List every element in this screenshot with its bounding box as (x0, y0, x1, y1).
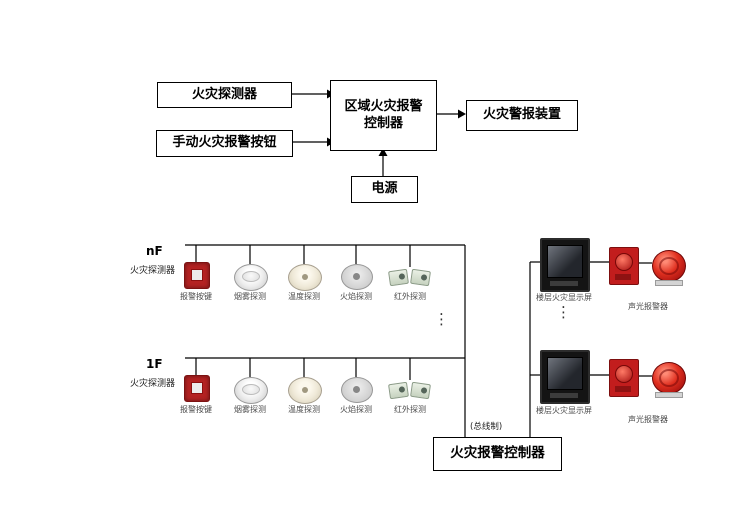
ellipsis-center: ⋮ (434, 310, 449, 328)
sound-light-alarm-dome-device (652, 362, 686, 398)
infrared-detector-device (388, 380, 431, 400)
infrared-unit (410, 268, 431, 287)
ellipsis-right: ⋮ (556, 303, 571, 321)
power-supply-box-label: 电源 (371, 181, 398, 197)
manual-call-point-device (184, 375, 210, 402)
device-label-infrared: 红外探测 (394, 405, 426, 414)
fire-detector-box-label: 火灾探测器 (191, 86, 257, 102)
sound-light-alarm-box-device (609, 359, 639, 397)
zone-controller-label-line2: 控制器 (363, 115, 403, 131)
device-label-heat: 温度探测 (288, 292, 320, 301)
fire-detector-box: 火灾探测器 (157, 82, 292, 108)
device-label-flame: 火焰探测 (340, 405, 372, 414)
infrared-unit (388, 381, 409, 400)
device-label-heat: 温度探测 (288, 405, 320, 414)
floor-row-label-1f: 火灾探测器 (130, 379, 176, 389)
floor-display-device (540, 238, 590, 292)
flame-detector-device (341, 264, 373, 290)
device-label-infrared: 红外探测 (394, 292, 426, 301)
device-label-smoke: 烟雾探测 (234, 292, 266, 301)
device-label-smoke: 烟雾探测 (234, 405, 266, 414)
zone-controller-label-line1: 区域火灾报警 (344, 98, 423, 114)
floor-display-label: 楼层火灾显示屏 (536, 406, 592, 415)
heat-detector-device (288, 264, 322, 291)
zone-controller-box: 区域火灾报警 控制器 (330, 80, 437, 151)
device-label-callpoint: 报警按键 (180, 292, 212, 301)
bus-mode-label: (总线制) (470, 422, 503, 432)
floor-display-device (540, 350, 590, 404)
floor-row-label-nf: 火灾探测器 (130, 266, 176, 276)
alarm-device-box: 火灾警报装置 (466, 100, 578, 131)
smoke-detector-device (234, 377, 268, 404)
device-label-flame: 火焰探测 (340, 292, 372, 301)
floor-label-nf: nF (146, 244, 163, 258)
main-controller-box: 火灾报警控制器 (433, 437, 562, 471)
floor-label-1f: 1F (146, 357, 163, 371)
floor-display-label: 楼层火灾显示屏 (536, 293, 592, 302)
sound-light-alarm-label: 声光报警器 (628, 415, 668, 424)
infrared-detector-device (388, 267, 431, 287)
manual-call-point-box-label: 手动火灾报警按钮 (172, 135, 277, 151)
power-supply-box: 电源 (351, 176, 418, 203)
alarm-device-box-label: 火灾警报装置 (482, 107, 561, 123)
device-label-callpoint: 报警按键 (180, 405, 212, 414)
manual-call-point-device (184, 262, 210, 289)
manual-call-point-box: 手动火灾报警按钮 (156, 130, 293, 157)
sound-light-alarm-box-device (609, 247, 639, 285)
main-controller-box-label: 火灾报警控制器 (450, 445, 545, 462)
heat-detector-device (288, 377, 322, 404)
flame-detector-device (341, 377, 373, 403)
sound-light-alarm-label: 声光报警器 (628, 302, 668, 311)
smoke-detector-device (234, 264, 268, 291)
infrared-unit (388, 268, 409, 287)
infrared-unit (410, 381, 431, 400)
sound-light-alarm-dome-device (652, 250, 686, 286)
